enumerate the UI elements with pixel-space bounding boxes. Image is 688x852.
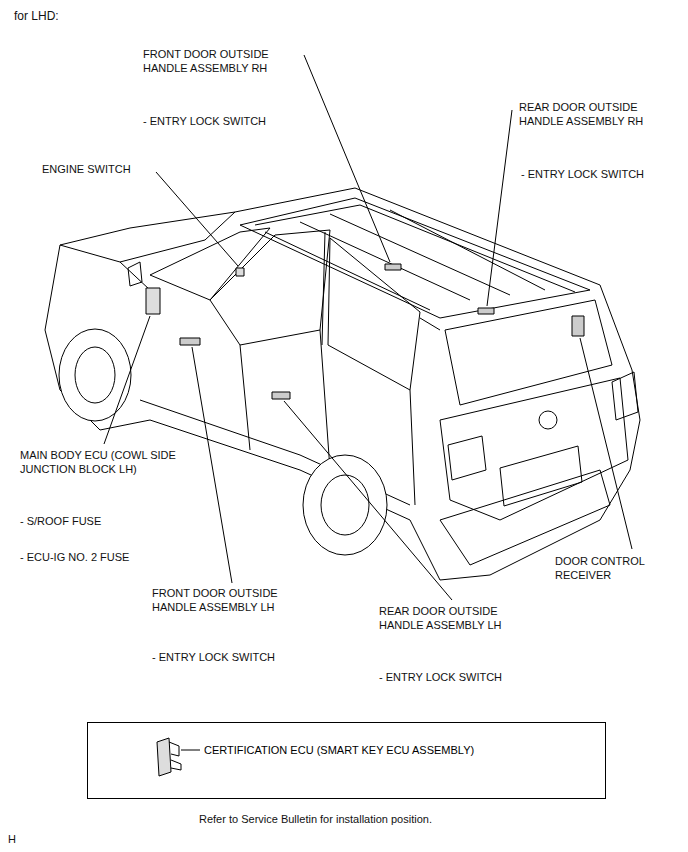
part-label: MAIN BODY ECU (COWL SIDE JUNCTION BLOCK …: [20, 448, 205, 476]
part-label: FRONT DOOR OUTSIDE HANDLE ASSEMBLY RH: [143, 47, 293, 75]
part-label: - ENTRY LOCK SWITCH: [379, 670, 529, 684]
roof-rail: [255, 205, 575, 310]
side-window: [210, 230, 330, 345]
part-label: - S/ROOF FUSE: [20, 514, 170, 528]
part-label: REAR DOOR OUTSIDE HANDLE ASSEMBLY RH: [519, 100, 669, 128]
door-control-receiver: [572, 316, 584, 336]
door-handle: [478, 308, 494, 314]
part-label: FRONT DOOR OUTSIDE HANDLE ASSEMBLY LH: [152, 586, 302, 614]
leader-line: [487, 110, 512, 306]
caption: Refer to Service Bulletin for installati…: [199, 812, 432, 826]
door-handle: [180, 338, 200, 345]
tailgate: [440, 378, 628, 520]
ecu-icon-leader: [181, 750, 200, 751]
part-label: DOOR CONTROL RECEIVER: [555, 554, 673, 582]
tail-light: [448, 436, 486, 480]
bumper: [440, 470, 610, 565]
part-label: H: [8, 832, 38, 846]
leader-line: [156, 172, 238, 266]
callout-box: CERTIFICATION ECU (SMART KEY ECU ASSEMBL…: [87, 722, 606, 799]
callout-text: CERTIFICATION ECU (SMART KEY ECU ASSEMBL…: [88, 723, 605, 757]
roof-grooves: [300, 210, 545, 300]
ecu-icon-body: [157, 738, 171, 776]
part-label: - ENTRY LOCK SWITCH: [152, 650, 302, 664]
leader-line: [104, 316, 150, 444]
rear-window: [445, 300, 612, 405]
rear-wheel: [303, 455, 387, 555]
door-handle: [385, 264, 401, 270]
page-title: for LHD:: [14, 9, 59, 23]
leader-line: [284, 401, 452, 600]
part-label: - ENTRY LOCK SWITCH: [143, 114, 293, 128]
ecu-icon: [157, 738, 200, 776]
part-label: - ENTRY LOCK SWITCH: [521, 167, 671, 181]
leader-line: [192, 347, 232, 583]
leader-line: [580, 338, 632, 549]
roof: [240, 198, 590, 318]
door-handle: [272, 392, 290, 399]
tail-light: [612, 372, 638, 420]
part-label: ENGINE SWITCH: [42, 162, 172, 176]
part-label: REAR DOOR OUTSIDE HANDLE ASSEMBLY LH: [379, 604, 529, 632]
front-wheel: [75, 347, 115, 403]
vehicle-body: [45, 188, 640, 580]
windshield: [150, 228, 270, 300]
pillar: [322, 232, 440, 345]
main-body-ecu: [146, 288, 160, 314]
leader-line: [304, 55, 390, 262]
side-window: [328, 238, 420, 390]
engine-switch: [236, 268, 244, 276]
emblem: [539, 411, 557, 429]
front-wheel: [59, 329, 131, 421]
hood-line: [60, 212, 235, 290]
side-mirror: [128, 262, 142, 286]
ecu-icon-bracket: [169, 742, 181, 770]
rear-wheel: [321, 475, 369, 535]
part-label: - ECU-IG NO. 2 FUSE: [20, 550, 170, 564]
